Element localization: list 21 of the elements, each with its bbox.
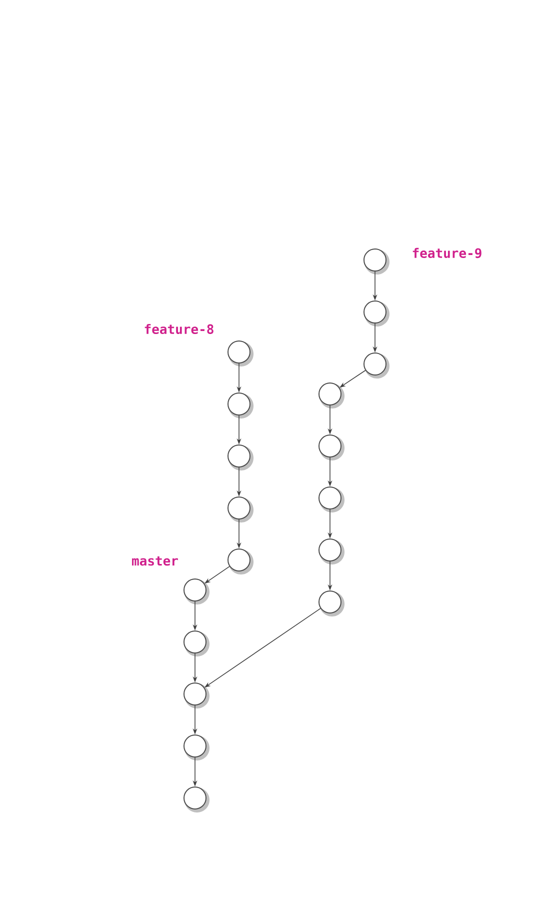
commit-circle bbox=[318, 590, 344, 616]
commit-circle bbox=[228, 496, 254, 522]
commit-circle bbox=[318, 434, 344, 460]
commit-circle bbox=[228, 392, 254, 418]
commit-circle bbox=[228, 444, 254, 470]
commit-circle bbox=[364, 352, 390, 378]
commit-circle bbox=[318, 538, 344, 564]
branch-label: feature-9 bbox=[412, 248, 482, 258]
commit-circle bbox=[364, 300, 390, 326]
commit-circle bbox=[184, 578, 210, 604]
commit-circle bbox=[318, 486, 344, 512]
commit-circle bbox=[318, 382, 344, 408]
commit-circle bbox=[184, 682, 210, 708]
commit-circle bbox=[184, 734, 210, 760]
branch-label: feature-8 bbox=[144, 324, 214, 334]
commit-circle bbox=[184, 786, 210, 812]
branch-label: master bbox=[132, 556, 178, 566]
commit-circle bbox=[228, 340, 254, 366]
commit-circle bbox=[228, 548, 254, 574]
commit-circle bbox=[364, 248, 390, 274]
commit-circle bbox=[184, 630, 210, 656]
